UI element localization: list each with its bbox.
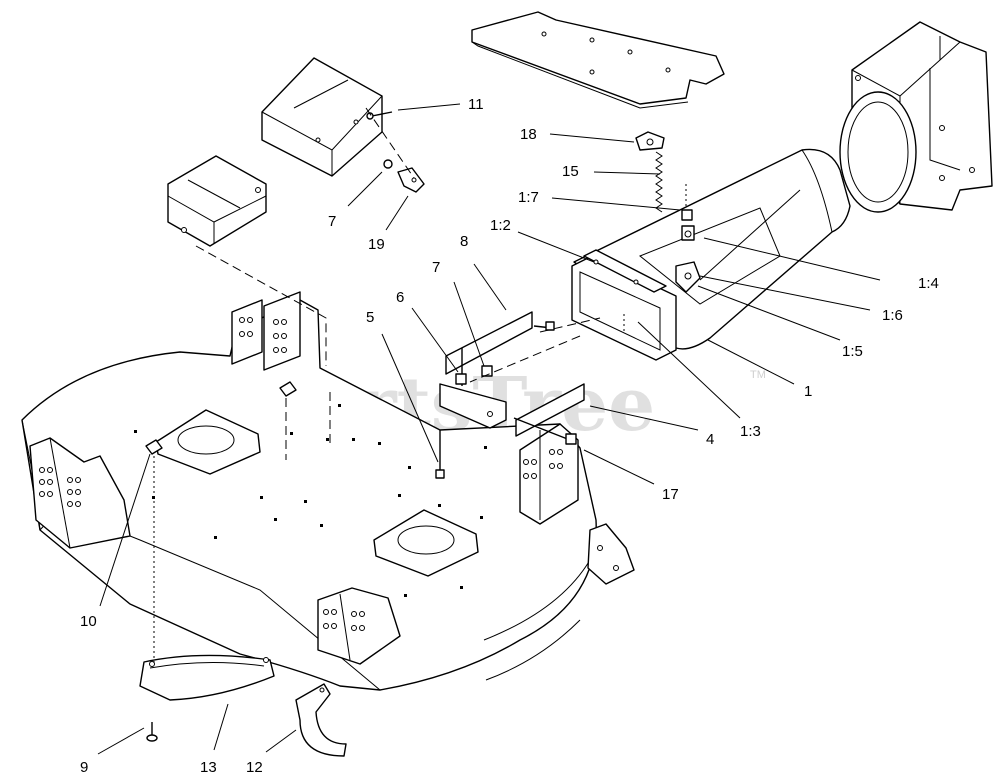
chute-box (839, 21, 993, 213)
mower-deck (21, 291, 635, 691)
bracket-cover (261, 57, 383, 177)
bolt-9 (146, 722, 158, 742)
baffle-plate-8 (445, 311, 533, 375)
assembly-lines (195, 107, 601, 460)
callout-10: 10 (80, 613, 97, 630)
hardware-7-19 (383, 159, 425, 193)
bolt-11 (366, 111, 393, 120)
callout-1-3: 1:3 (740, 423, 761, 440)
callout-15: 15 (562, 163, 579, 180)
callout-1-5: 1:5 (842, 343, 863, 360)
callout-12: 12 (246, 759, 263, 776)
callout-1-6: 1:6 (882, 307, 903, 324)
callout-1: 1 (804, 383, 812, 400)
callout-7b: 7 (432, 259, 440, 276)
callout-8: 8 (460, 233, 468, 250)
callout-5: 5 (366, 309, 374, 326)
callout-7a: 7 (328, 213, 336, 230)
callout-1-7: 1:7 (518, 189, 539, 206)
callout-17: 17 (662, 486, 679, 503)
nut-7 (481, 365, 493, 377)
watermark-trademark: TM (750, 369, 766, 381)
spring-assembly (635, 131, 701, 293)
bolt-8 (533, 321, 555, 331)
left-bracket (167, 155, 267, 247)
nut-upper-deck (279, 381, 297, 397)
callout-19: 19 (368, 236, 385, 253)
belt-cover-13 (139, 654, 275, 701)
curved-cover-12 (295, 683, 347, 757)
top-plate (471, 11, 725, 109)
callout-18: 18 (520, 126, 537, 143)
bolt-6-vertical (455, 348, 467, 386)
bracket-6 (439, 383, 507, 429)
callout-labels: 11 18 15 1:7 1:2 7 19 8 7 6 5 1:4 1:6 1:… (80, 96, 939, 776)
callout-4: 4 (706, 431, 714, 448)
callout-11: 11 (468, 96, 484, 113)
callout-1-4: 1:4 (918, 275, 939, 292)
nut-10 (145, 439, 163, 664)
callout-1-2: 1:2 (490, 217, 511, 234)
discharge-frame (571, 249, 677, 361)
bolt-17 (513, 417, 577, 445)
baffle-plate-4 (515, 383, 585, 437)
leader-lines (97, 103, 881, 755)
callout-13: 13 (200, 759, 217, 776)
bolt-5 (435, 430, 445, 479)
callout-6: 6 (396, 289, 404, 306)
callout-9: 9 (80, 759, 88, 776)
